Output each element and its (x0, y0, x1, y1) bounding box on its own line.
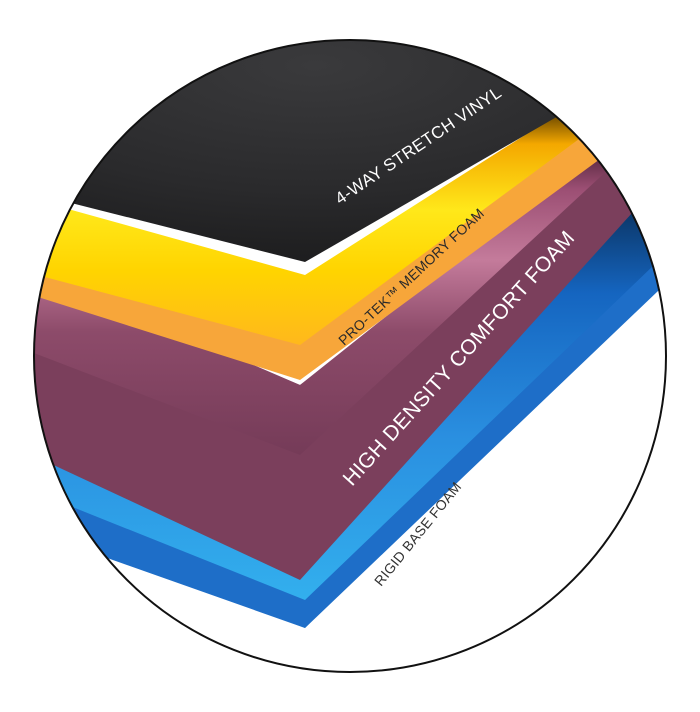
pro-tek-memory-foam-glow (34, 100, 598, 345)
pro-tek-memory-foam-layer (34, 120, 615, 380)
layers-group (34, 40, 666, 628)
high-density-comfort-foam-layer (34, 110, 666, 580)
high-density-comfort-foam-top-face (34, 130, 640, 455)
circle-frame (33, 39, 667, 673)
